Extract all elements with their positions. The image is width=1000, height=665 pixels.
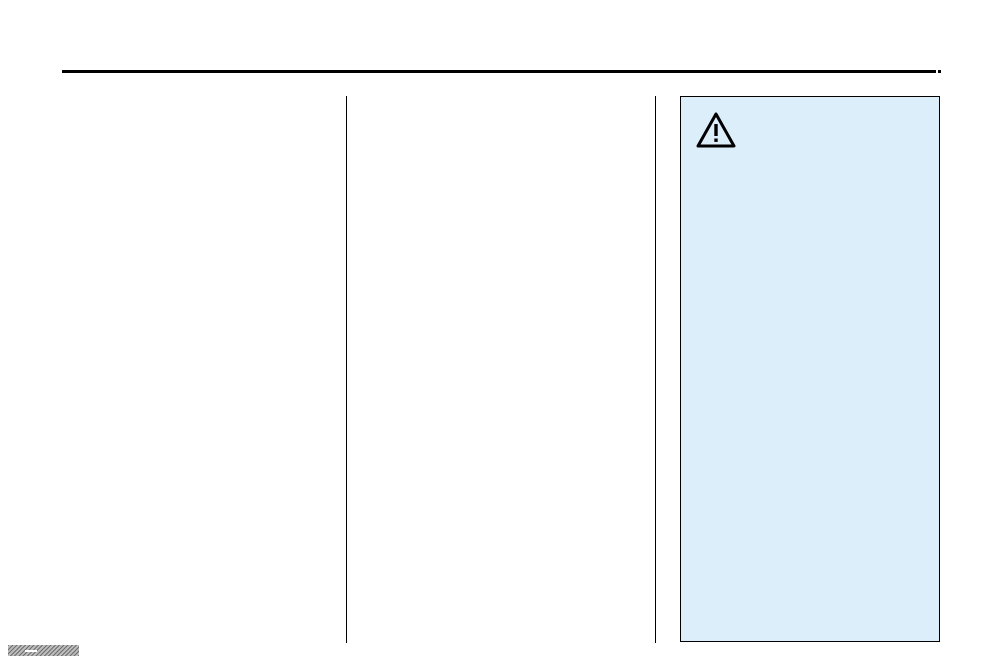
- page-index-tab-mark: [25, 650, 37, 652]
- column-divider-left: [346, 96, 347, 643]
- warning-box: [680, 96, 940, 642]
- page-index-tab: [8, 645, 79, 656]
- header-rule: [62, 70, 936, 73]
- warning-triangle-icon: [696, 112, 736, 148]
- column-divider-right: [655, 96, 656, 643]
- middle-column: [347, 96, 655, 643]
- left-column: [62, 96, 346, 643]
- header-rule-end-dot: [938, 70, 941, 73]
